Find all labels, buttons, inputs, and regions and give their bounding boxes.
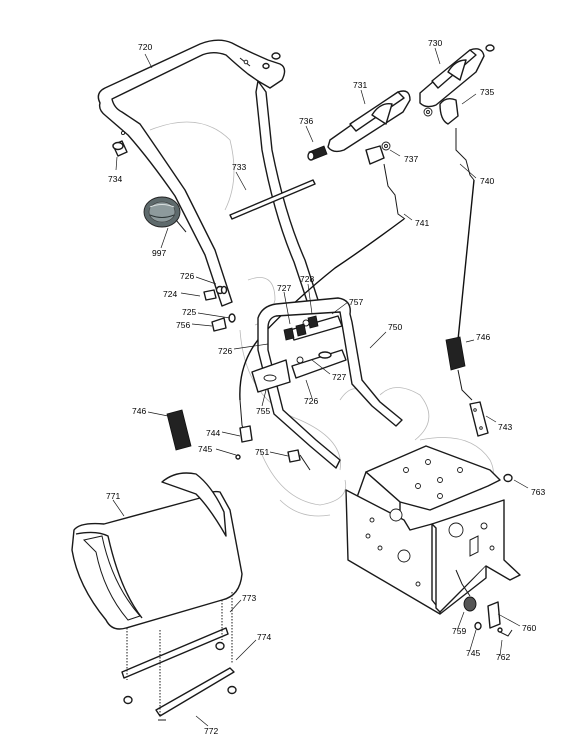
upper-handle-720 [97,39,319,307]
label-762: 762 [496,652,510,662]
washer-726 [220,285,228,295]
label-745-lower: 745 [466,648,480,658]
label-760: 760 [522,623,536,633]
label-750: 750 [388,322,402,332]
bracket-737 [365,141,391,165]
bolt-736 [307,145,328,161]
label-726-mid: 726 [218,346,232,356]
bracket-774 [123,667,237,717]
label-741: 741 [415,218,429,228]
cables [239,128,475,401]
label-756: 756 [176,320,190,330]
label-751: 751 [255,447,269,457]
label-773: 773 [242,593,256,603]
part-762 [497,627,513,637]
label-724: 724 [163,289,177,299]
label-755: 755 [256,406,270,416]
label-726-bottom: 726 [304,396,318,406]
link-735 [423,97,459,125]
leader-lines [112,47,529,727]
shield-771 [71,472,243,630]
label-771: 771 [106,491,120,501]
label-740: 740 [480,176,494,186]
label-728: 728 [300,274,314,284]
part-759 [455,569,477,612]
label-743: 743 [498,422,512,432]
spring-746-left [166,409,192,451]
lever-730 [419,44,495,108]
bolt-751 [287,449,311,471]
spring-746-right [445,336,473,401]
bolt-763 [503,473,513,483]
link-743 [469,401,489,437]
bolt-727 [283,315,319,341]
background-outlines [149,121,494,517]
label-746-left: 746 [132,406,146,416]
label-725: 725 [182,307,196,317]
bracket-773 [121,627,229,679]
rod-733 [229,179,316,220]
handle-cap-734 [112,140,128,157]
label-730: 730 [428,38,442,48]
label-733: 733 [232,162,246,172]
label-757: 757 [349,297,363,307]
label-772: 772 [204,726,218,736]
alignment-lines [126,592,233,721]
washer-745-lower [474,621,482,631]
label-736: 736 [299,116,313,126]
bolt-756 [211,317,227,332]
cable-end-744 [235,399,253,460]
bracket-755 [251,359,291,393]
label-737: 737 [404,154,418,164]
label-726-top: 726 [180,271,194,281]
part-760 [487,601,501,629]
label-745-upper: 745 [198,444,212,454]
frame-plate [345,445,521,615]
part-labels: 720 730 731 735 736 733 734 737 740 741 … [106,38,545,736]
label-731: 731 [353,80,367,90]
label-759: 759 [452,626,466,636]
label-763: 763 [531,487,545,497]
label-744: 744 [206,428,220,438]
label-727-bottom: 727 [332,372,346,382]
label-774: 774 [257,632,271,642]
label-727-top: 727 [277,283,291,293]
label-746-right: 746 [476,332,490,342]
lever-731 [327,90,411,153]
label-734: 734 [108,174,122,184]
label-720: 720 [138,42,152,52]
nut-720 [262,52,281,70]
label-997: 997 [152,248,166,258]
headlight-997 [143,196,187,233]
label-735: 735 [480,87,494,97]
